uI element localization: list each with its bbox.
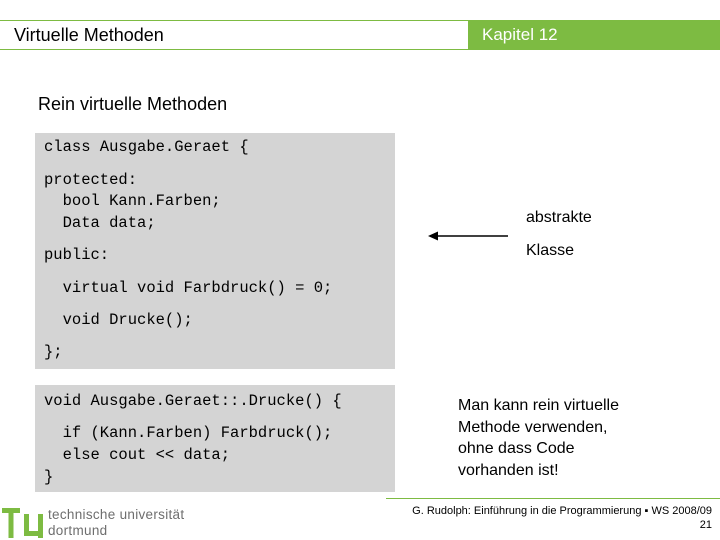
annotation-line-1: abstrakte <box>526 209 592 226</box>
code-line: class Ausgabe.Geraet { <box>44 138 249 156</box>
footer-credit: G. Rudolph: Einführung in die Programmie… <box>412 505 712 517</box>
header-bar <box>0 20 468 50</box>
code-line: public: <box>44 246 110 264</box>
code-line: void Ausgabe.Geraet::.Drucke() { <box>44 392 342 410</box>
section-title: Rein virtuelle Methoden <box>38 94 228 114</box>
code-line: else cout << data; <box>44 446 231 464</box>
remark-line: vorhanden ist! <box>458 461 559 479</box>
code-line: if (Kann.Farben) Farbdruck(); <box>44 424 333 442</box>
code-line: void Drucke(); <box>44 311 193 329</box>
code-line: protected: <box>44 171 138 189</box>
code-block-method-definition: void Ausgabe.Geraet::.Drucke() { if (Kan… <box>35 385 395 492</box>
chapter-label: Kapitel 12 <box>468 20 720 50</box>
annotation-line-2: Klasse <box>526 242 575 259</box>
remark-text: Man kann rein virtuelle Methode verwende… <box>458 395 619 481</box>
remark-line: Methode verwenden, <box>458 418 608 436</box>
footer-divider <box>386 498 720 499</box>
university-logo: technische universität dortmund <box>0 504 200 540</box>
code-line: bool Kann.Farben; <box>44 192 221 210</box>
code-line: } <box>44 468 54 486</box>
logo-text-line-1: technische universität <box>48 507 185 522</box>
remark-line: ohne dass Code <box>458 440 575 457</box>
code-line: }; <box>44 343 63 361</box>
code-line: virtual void Farbdruck() = 0; <box>44 279 333 297</box>
tu-logo-icon <box>2 508 43 538</box>
logo-text-line-2: dortmund <box>48 523 108 538</box>
footer: G. Rudolph: Einführung in die Programmie… <box>412 504 712 532</box>
page-number: 21 <box>699 519 712 531</box>
remark-line: Man kann rein virtuelle <box>458 397 619 414</box>
left-arrow-icon <box>428 231 508 241</box>
code-line: Data data; <box>44 214 156 232</box>
code-block-class-declaration: class Ausgabe.Geraet { protected: bool K… <box>35 133 395 369</box>
slide-title: Virtuelle Methoden <box>14 25 164 45</box>
